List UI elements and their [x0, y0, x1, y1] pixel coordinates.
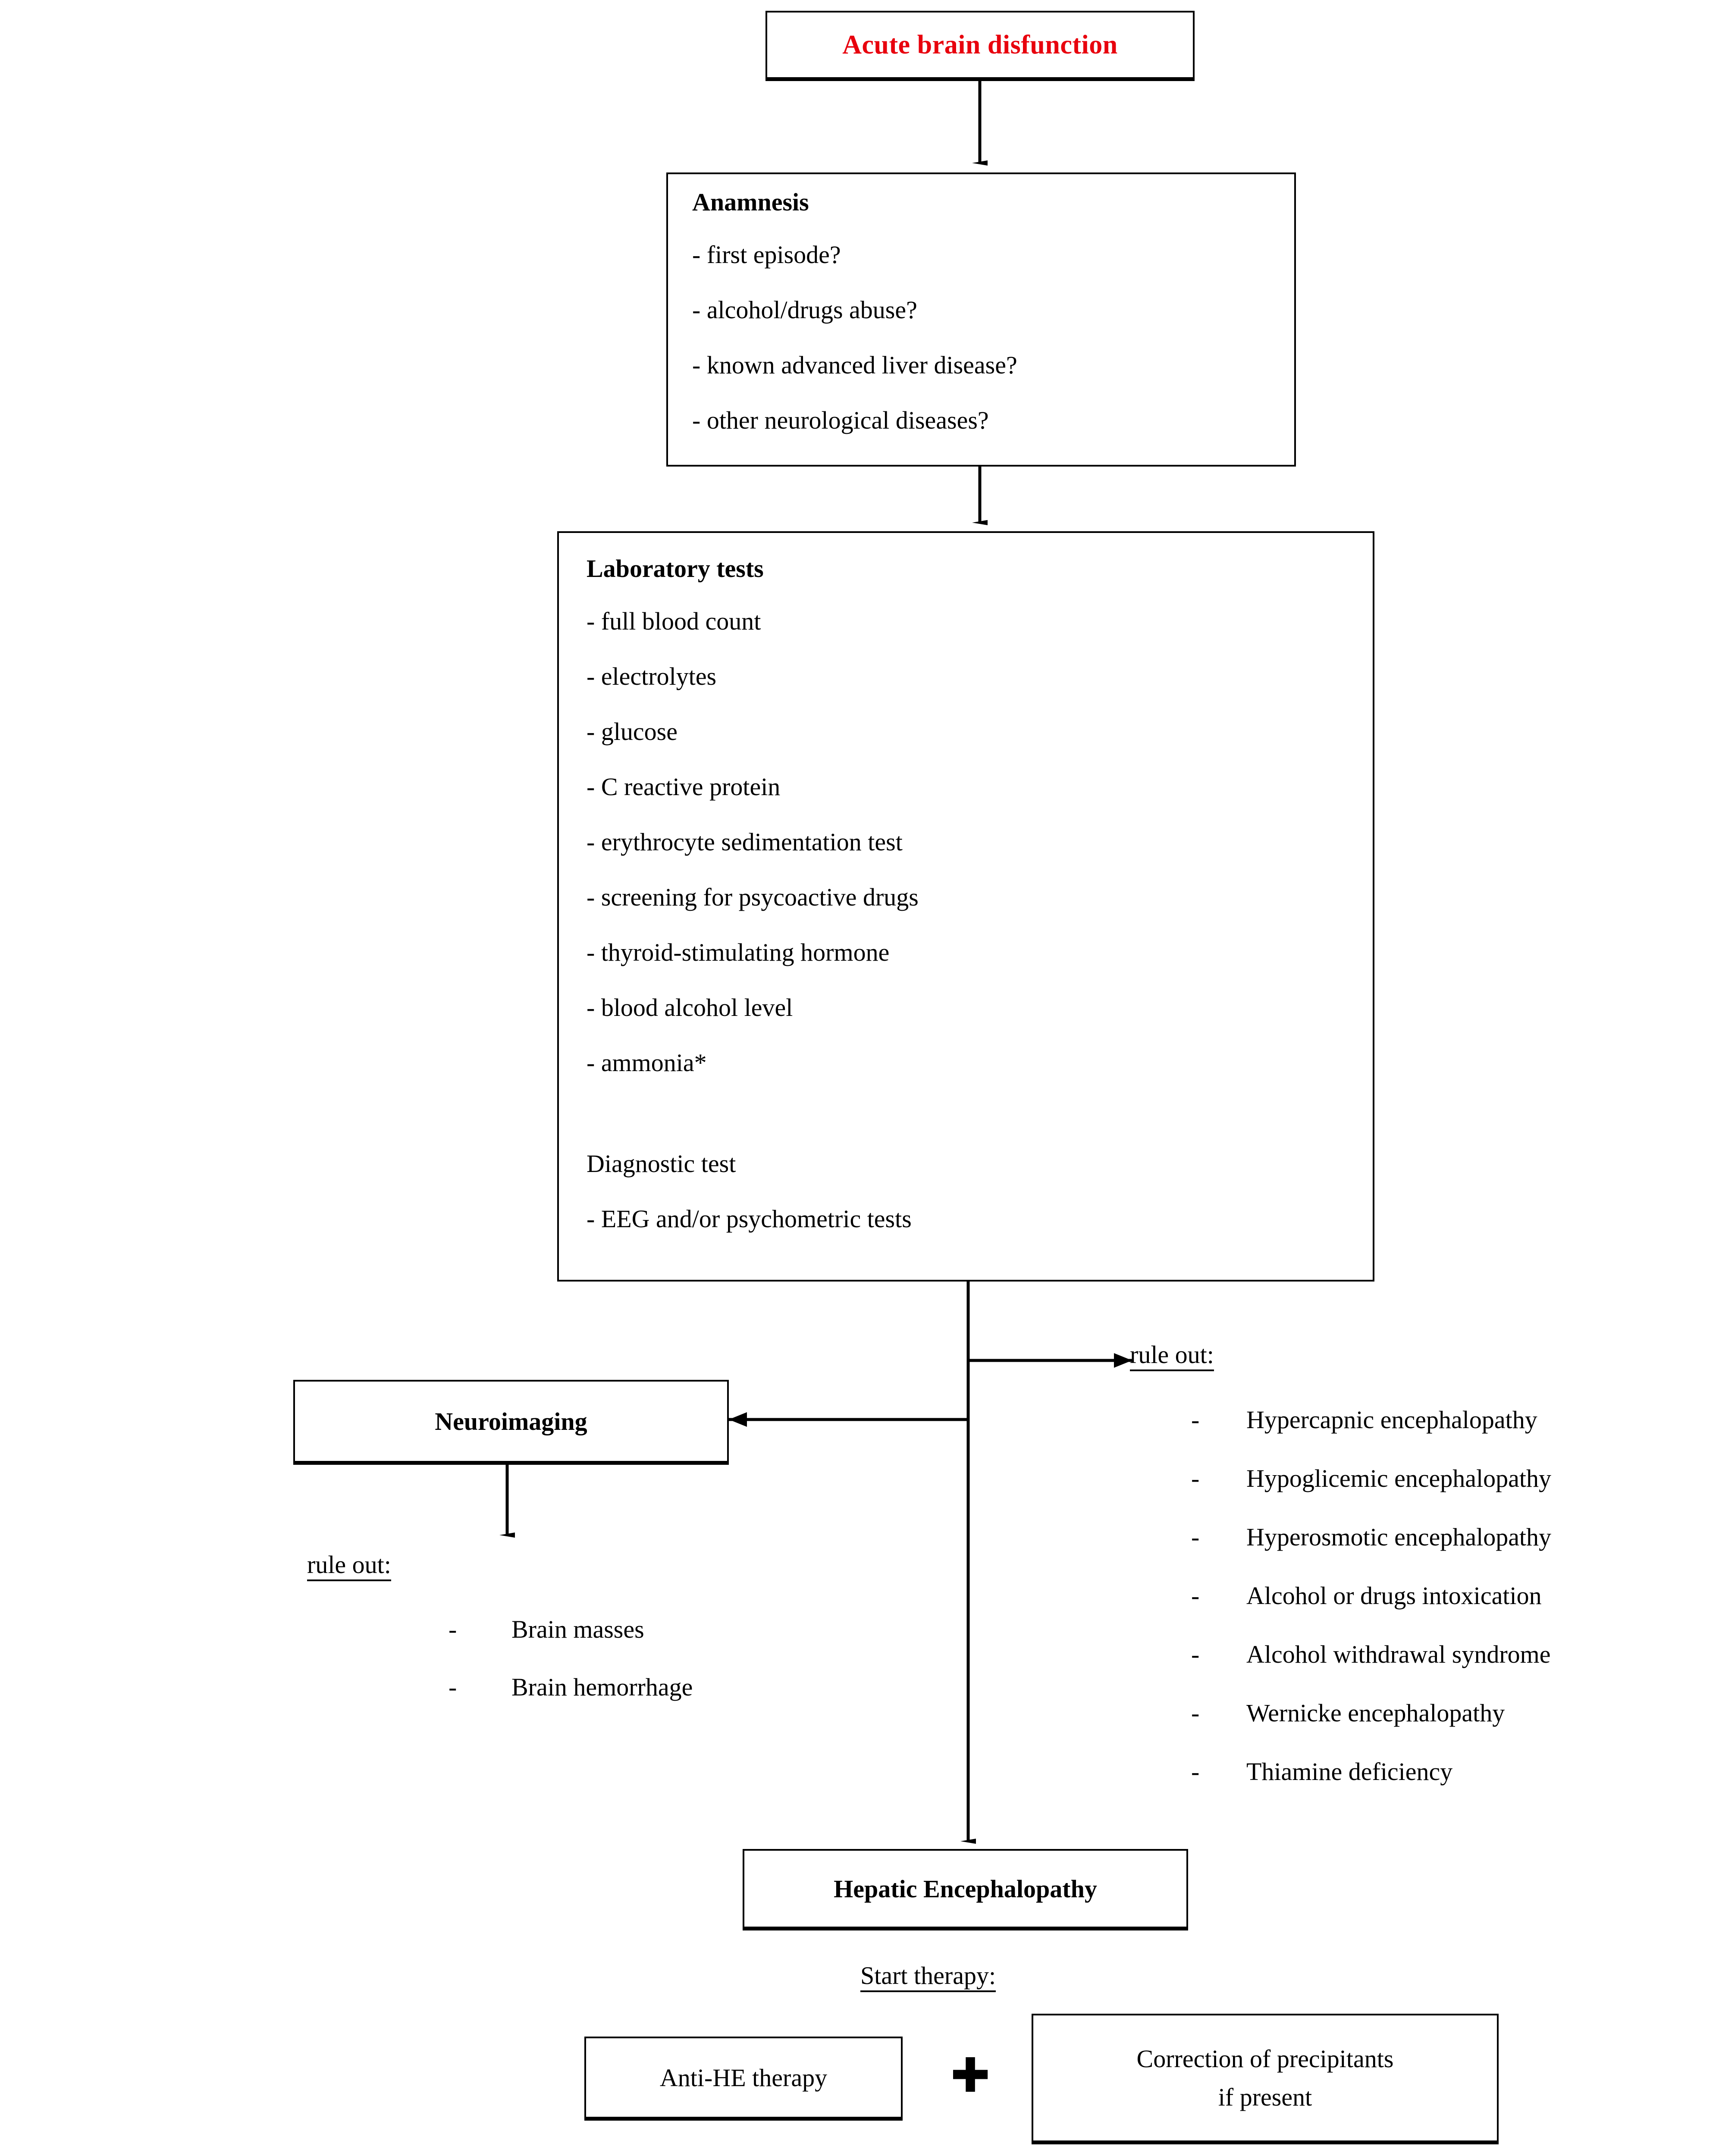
diagnostic-test-item-0: - EEG and/or psychometric tests: [587, 1205, 912, 1233]
anamnesis-heading: Anamnesis: [692, 188, 809, 216]
laboratory-item-2: - glucose: [587, 718, 678, 746]
lab-rule-out-item-6: Thiamine deficiency: [1246, 1758, 1453, 1786]
lab-rule-out-dash-2: -: [1191, 1523, 1200, 1551]
lab-rule-out-item-1: Hypoglicemic encephalopathy: [1246, 1464, 1552, 1492]
neuroimaging-rule-out-label: rule out:: [307, 1552, 391, 1581]
lab-rule-out-item-0: Hypercapnic encephalopathy: [1246, 1406, 1537, 1434]
lab-rule-out-item-4: Alcohol withdrawal syndrome: [1246, 1640, 1551, 1668]
anamnesis-item-1: - alcohol/drugs abuse?: [692, 296, 917, 324]
hepatic-encephalopathy-label: Hepatic Encephalopathy: [834, 1874, 1097, 1903]
neuroimaging-rule-out-dash-1: -: [449, 1673, 457, 1701]
anamnesis-item-2: - known advanced liver disease?: [692, 351, 1017, 379]
correction-of-precipitants-box: Correction of precipitants if present: [1032, 2014, 1499, 2142]
neuroimaging-box: Neuroimaging: [293, 1380, 729, 1463]
laboratory-item-6: - thyroid-stimulating hormone: [587, 938, 890, 966]
lab-rule-out-dash-3: -: [1191, 1582, 1200, 1610]
acute-brain-disfunction-box: Acute brain disfunction: [765, 11, 1195, 79]
anti-he-therapy-box: Anti-HE therapy: [584, 2037, 903, 2118]
diagnostic-test-heading: Diagnostic test: [587, 1150, 736, 1178]
correction-line-1: Correction of precipitants: [1136, 2045, 1394, 2073]
lab-rule-out-item-5: Wernicke encephalopathy: [1246, 1699, 1505, 1727]
neuroimaging-label: Neuroimaging: [435, 1407, 587, 1435]
start-therapy-label: Start therapy:: [860, 1963, 996, 1992]
anamnesis-box: [666, 172, 1296, 467]
lab-rule-out-dash-6: -: [1191, 1758, 1200, 1786]
hepatic-encephalopathy-box: Hepatic Encephalopathy: [743, 1849, 1188, 1928]
lab-rule-out-label: rule out:: [1130, 1342, 1214, 1371]
laboratory-item-3: - C reactive protein: [587, 773, 781, 801]
laboratory-tests-box: [557, 531, 1374, 1282]
laboratory-item-1: - electrolytes: [587, 662, 717, 690]
lab-rule-out-item-3: Alcohol or drugs intoxication: [1246, 1582, 1542, 1610]
plus-icon: ✚: [950, 2048, 991, 2103]
laboratory-heading: Laboratory tests: [587, 555, 764, 583]
lab-rule-out-dash-0: -: [1191, 1406, 1200, 1434]
laboratory-item-7: - blood alcohol level: [587, 993, 793, 1022]
anamnesis-item-3: - other neurological diseases?: [692, 406, 989, 434]
anti-he-therapy-label: Anti-HE therapy: [659, 2063, 828, 2092]
laboratory-item-5: - screening for psycoactive drugs: [587, 883, 919, 911]
laboratory-item-8: - ammonia*: [587, 1049, 707, 1077]
lab-rule-out-dash-4: -: [1191, 1640, 1200, 1668]
acute-brain-disfunction-label: Acute brain disfunction: [842, 30, 1118, 60]
laboratory-item-0: - full blood count: [587, 607, 761, 635]
lab-rule-out-item-2: Hyperosmotic encephalopathy: [1246, 1523, 1552, 1551]
neuroimaging-rule-out-item-1: Brain hemorrhage: [511, 1673, 693, 1701]
anamnesis-item-0: - first episode?: [692, 241, 841, 269]
neuroimaging-rule-out-item-0: Brain masses: [511, 1615, 644, 1643]
neuroimaging-rule-out-dash-0: -: [449, 1615, 457, 1643]
lab-rule-out-dash-1: -: [1191, 1464, 1200, 1492]
correction-line-2: if present: [1218, 2083, 1312, 2111]
lab-rule-out-dash-5: -: [1191, 1699, 1200, 1727]
laboratory-item-4: - erythrocyte sedimentation test: [587, 828, 903, 856]
